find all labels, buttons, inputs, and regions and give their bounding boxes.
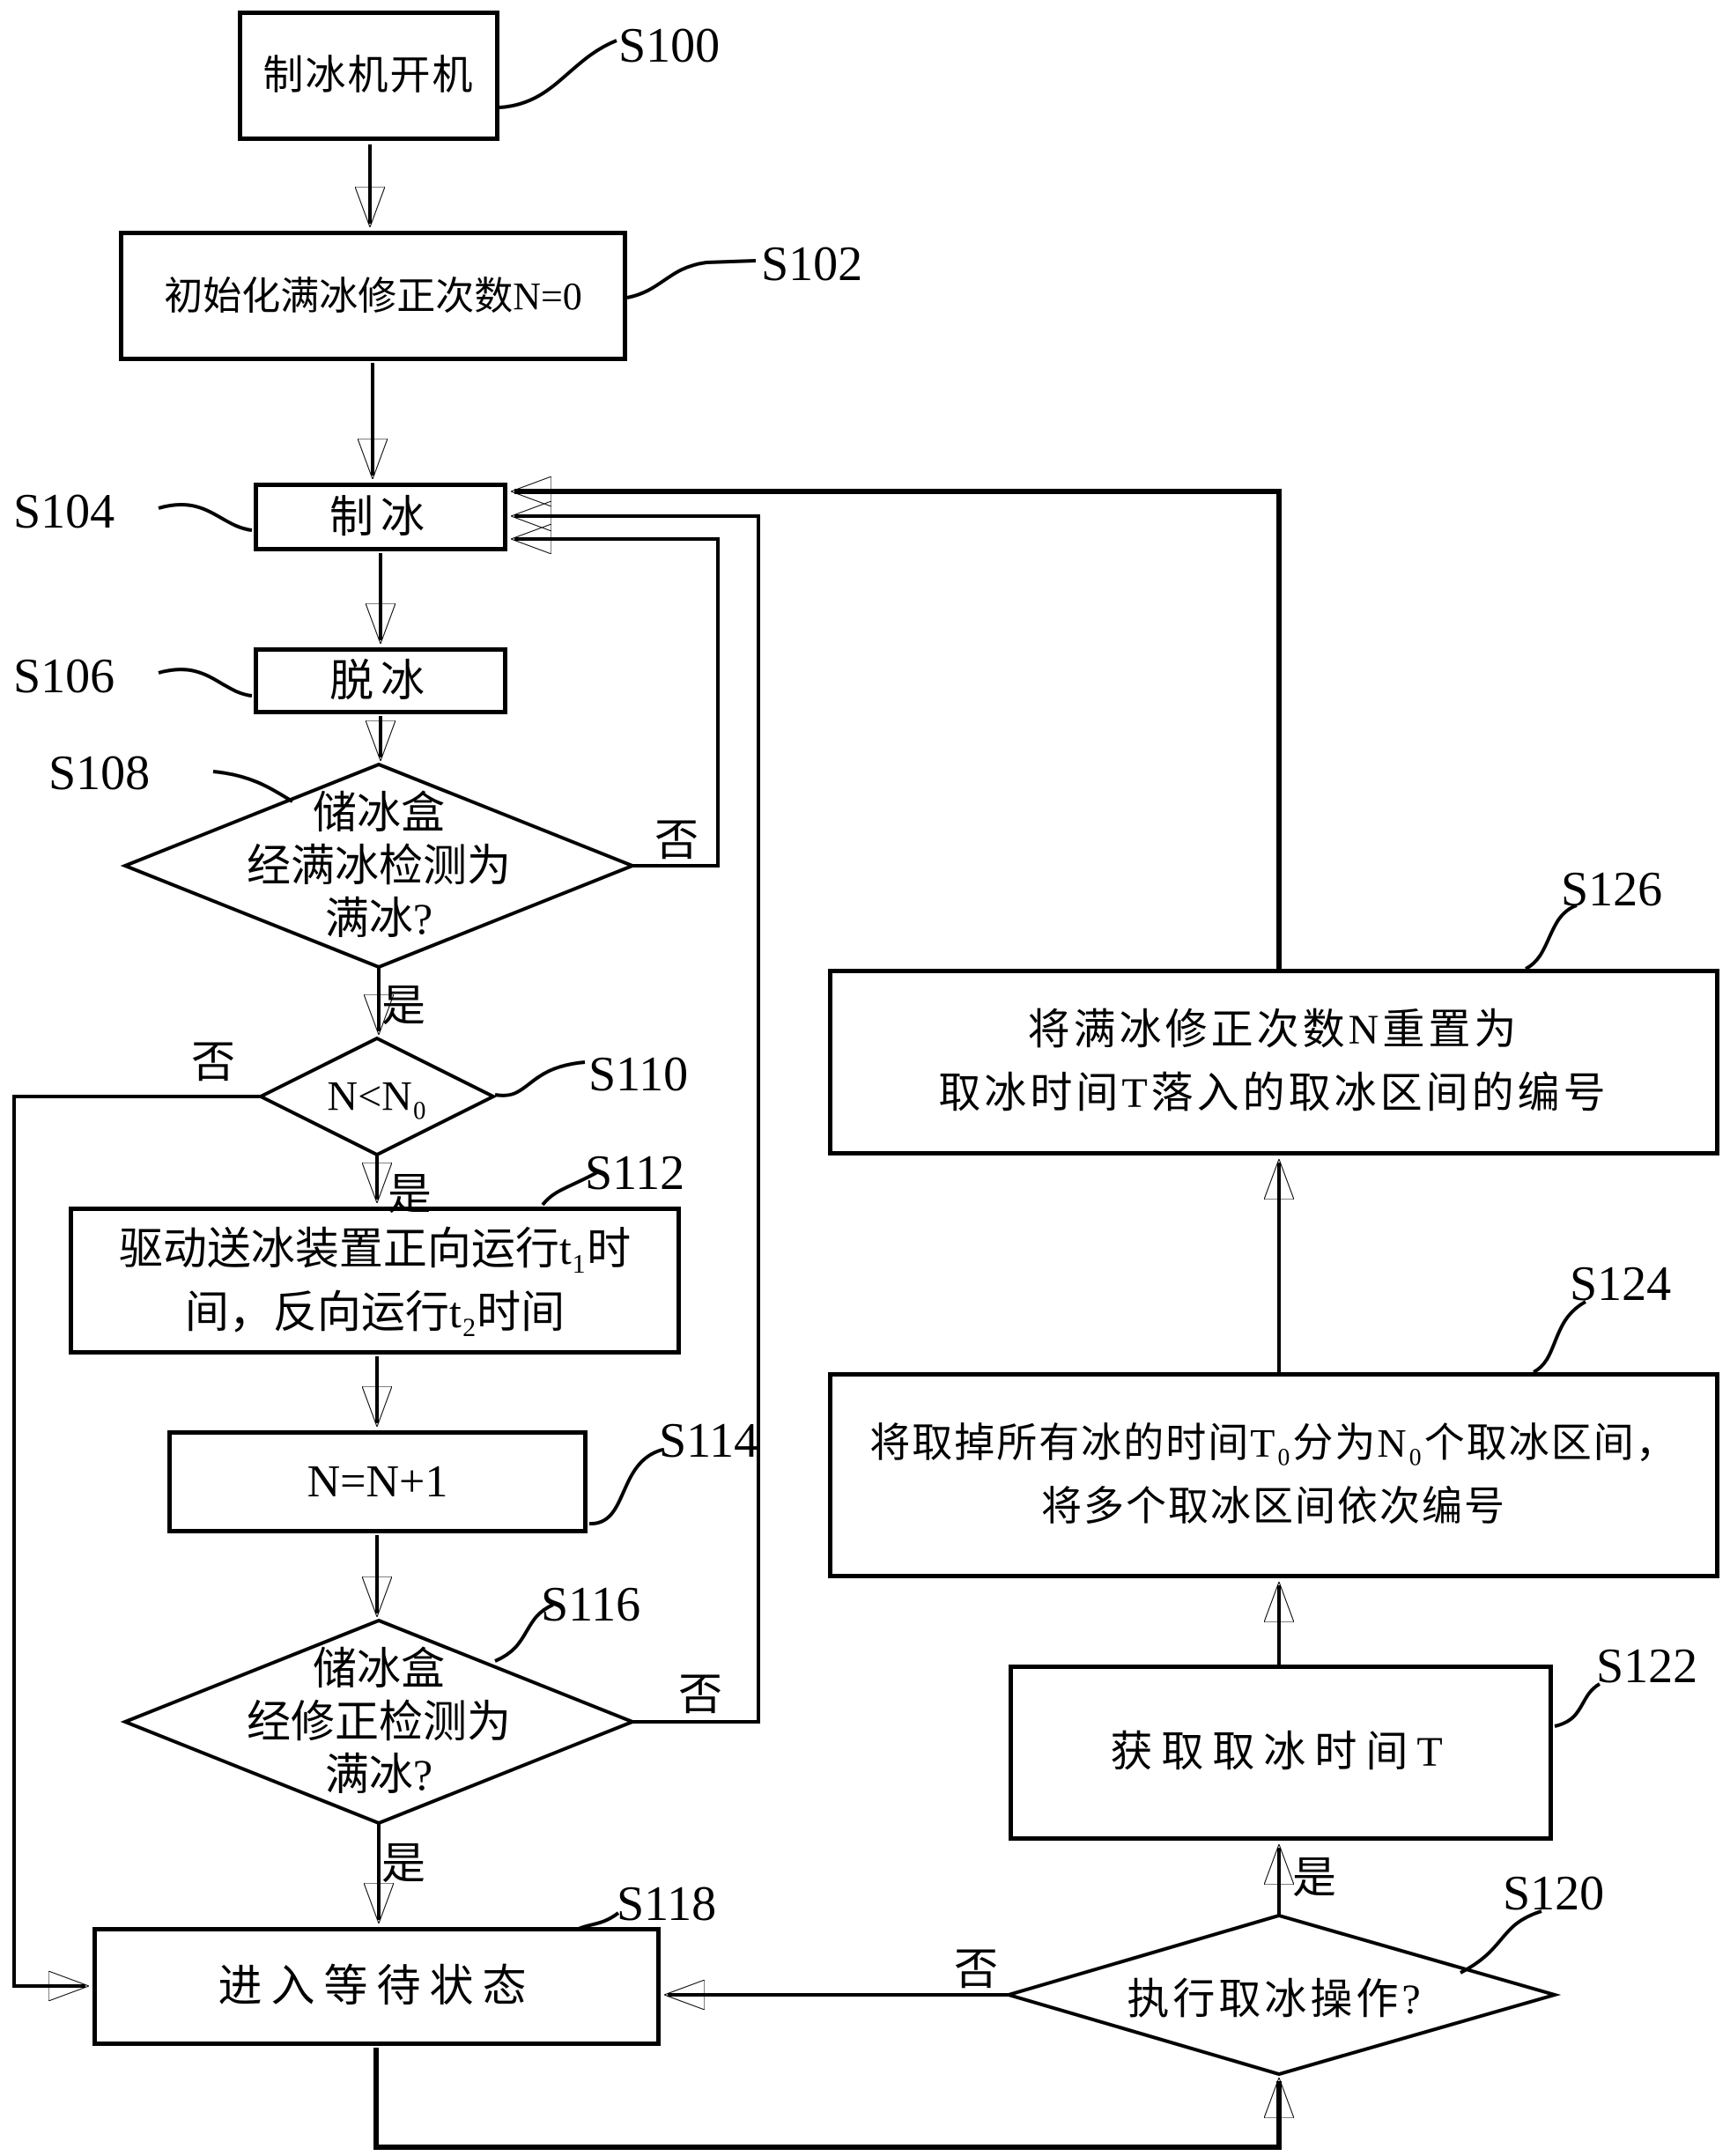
edge-label-yes-s108: 是 — [381, 981, 425, 1030]
node-s124: 将取掉所有冰的时间T₀分为N₀个取冰区间， 将多个取冰区间依次编号 — [828, 1372, 1719, 1578]
node-s104-label: 制冰 — [329, 491, 432, 542]
edge-label-no-s108: 否 — [654, 816, 699, 865]
step-code-s118: S118 — [617, 1877, 717, 1931]
edge-label-yes-s110: 是 — [388, 1170, 432, 1219]
step-code-s116: S116 — [541, 1577, 641, 1632]
leader-s110 — [494, 1060, 586, 1097]
edge-label-no-s116: 否 — [678, 1670, 722, 1719]
decision-s108-label: 储冰盒 经满冰检测为 满冰? — [247, 788, 511, 943]
leader-s106 — [158, 668, 253, 698]
decision-s120-label: 执行取冰操作? — [1127, 1976, 1424, 2023]
step-code-s100: S100 — [618, 18, 721, 73]
node-s104: 制冰 — [254, 483, 507, 551]
edge-s108-no-s104 — [514, 539, 720, 868]
step-code-s126: S126 — [1561, 862, 1663, 917]
decision-s110-shape — [256, 1036, 498, 1157]
node-s122-label: 获取取冰时间T — [1110, 1729, 1452, 1776]
leader-s102 — [626, 259, 757, 299]
decision-s120-shape — [1002, 1913, 1562, 2077]
edge-s116-no-s104 — [514, 516, 760, 1724]
node-s102-label: 初始化满冰修正次数N=0 — [164, 274, 582, 318]
node-s114: N=N+1 — [167, 1430, 588, 1533]
node-s100: 制冰机开机 — [238, 11, 499, 141]
step-code-s110: S110 — [588, 1047, 689, 1102]
leader-s126 — [1524, 904, 1578, 971]
step-code-s102: S102 — [761, 237, 863, 292]
leader-s120 — [1460, 1909, 1542, 1975]
leader-s104 — [158, 503, 253, 532]
edge-s126-s104 — [514, 491, 1282, 969]
leader-s114 — [588, 1448, 663, 1526]
step-code-s124: S124 — [1570, 1257, 1672, 1311]
node-s112: 驱动送冰装置正向运行t₁时 间，反向运行t₂时间 — [69, 1207, 681, 1355]
step-code-s114: S114 — [659, 1414, 759, 1468]
edge-s118-s120 — [373, 2048, 1279, 2150]
node-s124-label: 将取掉所有冰的时间T₀分为N₀个取冰区间， 将多个取冰区间依次编号 — [869, 1421, 1678, 1529]
node-s102: 初始化满冰修正次数N=0 — [119, 231, 627, 361]
leader-s116 — [494, 1603, 554, 1663]
leader-s108 — [212, 770, 294, 803]
decision-s116-shape — [120, 1618, 638, 1826]
node-s114-label: N=N+1 — [307, 1457, 448, 1507]
node-s118: 进入等待状态 — [92, 1927, 661, 2046]
leader-s122 — [1554, 1682, 1601, 1728]
step-code-s120: S120 — [1503, 1866, 1605, 1921]
step-code-s106: S106 — [13, 649, 115, 704]
edge-label-no-s110: 否 — [191, 1037, 235, 1087]
node-s126: 将满冰修正次数N重置为 取冰时间T落入的取冰区间的编号 — [828, 969, 1719, 1156]
step-code-s104: S104 — [13, 484, 115, 539]
step-code-s112: S112 — [585, 1146, 685, 1200]
step-code-s122: S122 — [1596, 1639, 1698, 1694]
node-s126-label: 将满冰修正次数N重置为 取冰时间T落入的取冰区间的编号 — [938, 1007, 1609, 1117]
decision-s116-label: 储冰盒 经修正检测为 满冰? — [247, 1644, 511, 1799]
leader-s100 — [499, 39, 617, 109]
edge-label-no-s120: 否 — [954, 1945, 998, 1994]
node-s106: 脱冰 — [254, 647, 507, 714]
node-s106-label: 脱冰 — [329, 655, 432, 705]
decision-s110-label: N<N₀ — [327, 1073, 427, 1120]
edge-label-yes-s116: 是 — [381, 1839, 425, 1888]
node-s118-label: 进入等待状态 — [218, 1961, 536, 2012]
edge-label-yes-s120: 是 — [1292, 1853, 1336, 1902]
leader-s124 — [1532, 1300, 1586, 1374]
node-s100-label: 制冰机开机 — [262, 53, 475, 99]
leader-s112 — [541, 1170, 600, 1207]
node-s122: 获取取冰时间T — [1009, 1665, 1553, 1841]
node-s112-label: 驱动送冰装置正向运行t₁时 间，反向运行t₂时间 — [118, 1224, 632, 1337]
decision-s108-shape — [120, 762, 638, 970]
step-code-s108: S108 — [48, 746, 151, 801]
edge-s110-no-s118 — [12, 1095, 261, 1986]
